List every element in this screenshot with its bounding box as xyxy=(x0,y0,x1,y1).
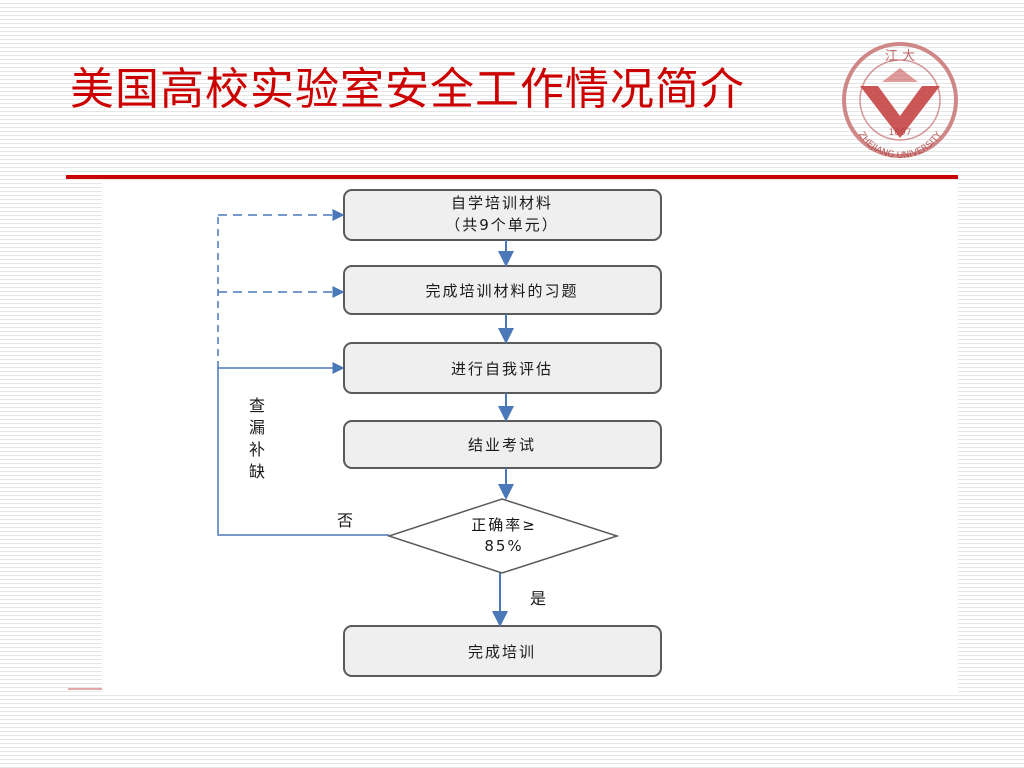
footer-accent xyxy=(68,688,102,690)
university-emblem-icon: 江 大 1897 ZHEJIANG UNIVERSITY xyxy=(842,42,958,161)
title-divider xyxy=(66,175,958,179)
step-self-eval-label: 进行自我评估 xyxy=(451,360,553,378)
step-done: 完成培训 xyxy=(343,625,662,677)
decision-line1: 正确率≥ xyxy=(471,516,537,534)
step-self-study-line2: （共9个单元） xyxy=(445,216,559,234)
review-char-2: 漏 xyxy=(249,418,265,437)
step-self-study-line1: 自学培训材料 xyxy=(451,194,553,212)
review-char-4: 缺 xyxy=(249,462,265,481)
decision-line2: 85% xyxy=(484,537,523,555)
step-self-eval: 进行自我评估 xyxy=(343,342,662,394)
step-self-study: 自学培训材料 （共9个单元） xyxy=(343,189,662,241)
step-exercises: 完成培训材料的习题 xyxy=(343,265,662,315)
emblem-top-text: 江 大 xyxy=(885,49,915,64)
training-flowchart: 自学培训材料 （共9个单元） 完成培训材料的习题 进行自我评估 结业考试 正确率… xyxy=(217,189,662,677)
label-yes: 是 xyxy=(530,589,546,608)
review-char-1: 查 xyxy=(249,396,265,415)
emblem-year: 1897 xyxy=(889,128,912,138)
label-no: 否 xyxy=(337,511,353,530)
decision-diamond: 正确率≥ 85% xyxy=(386,498,620,574)
step-exercises-label: 完成培训材料的习题 xyxy=(425,282,578,300)
step-done-label: 完成培训 xyxy=(468,643,536,661)
step-exam-label: 结业考试 xyxy=(468,436,536,454)
step-exam: 结业考试 xyxy=(343,420,662,469)
feedback-line-solid xyxy=(217,362,389,536)
review-char-3: 补 xyxy=(249,440,265,459)
slide-title: 美国高校实验室安全工作情况简介 xyxy=(70,64,745,115)
